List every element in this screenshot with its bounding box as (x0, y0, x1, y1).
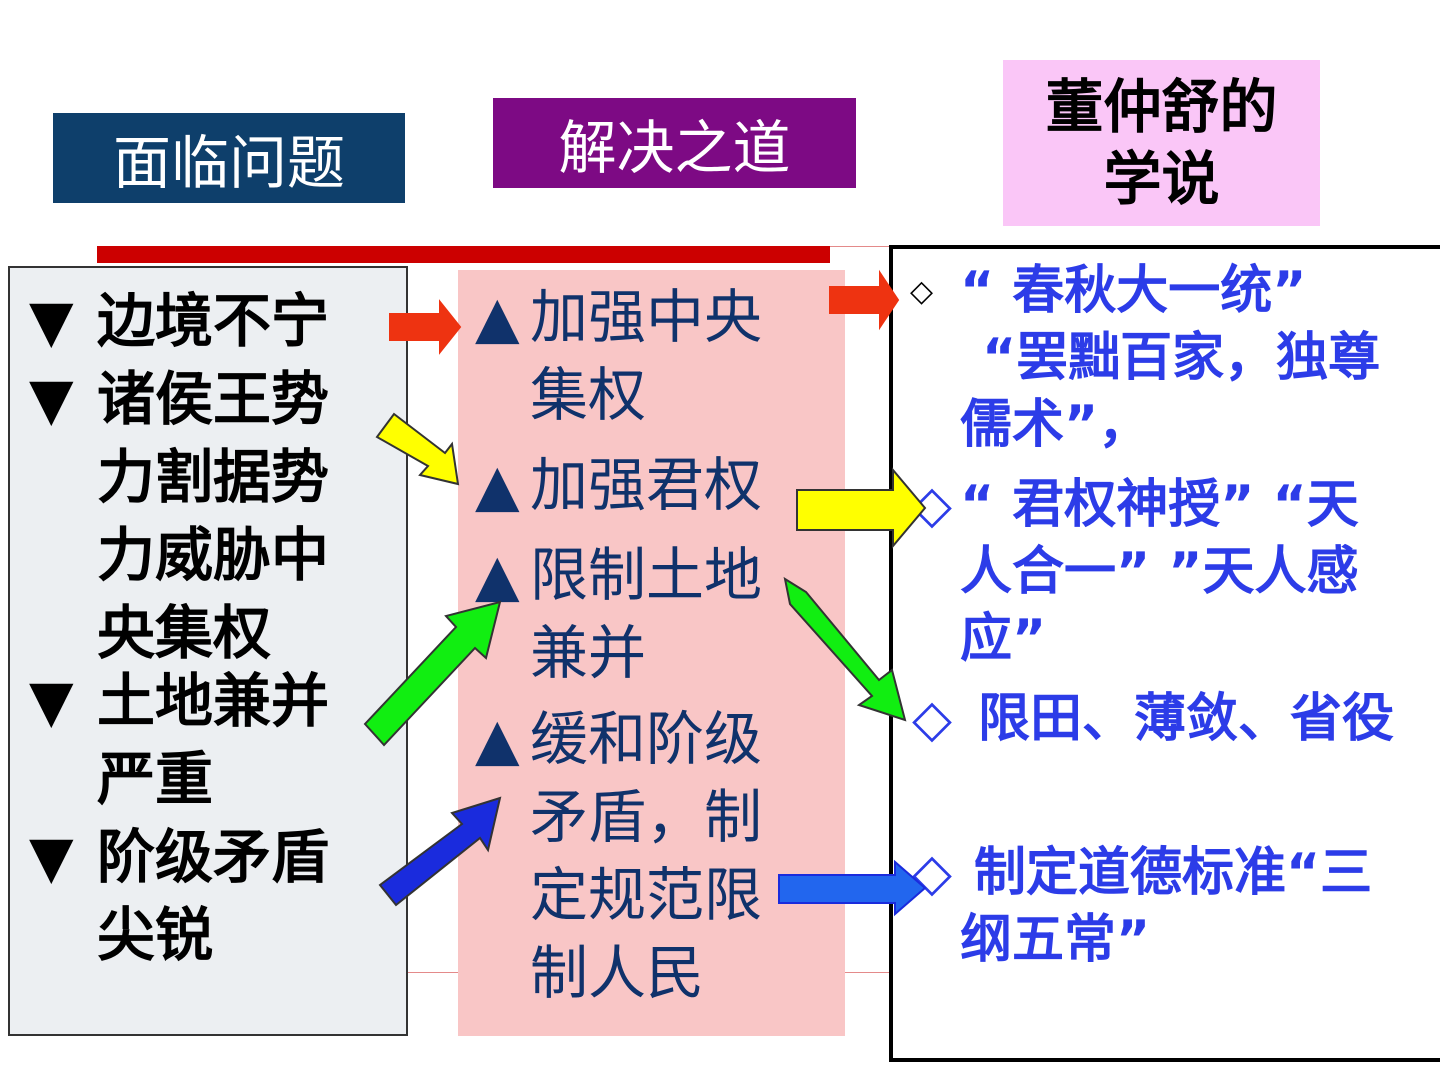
theory-line: 应” (960, 609, 1047, 669)
solution-line: 集权 (530, 361, 647, 429)
theory-line: 制定道德标准“三 (974, 843, 1373, 903)
divider-line (840, 972, 895, 973)
solution-line: 制人民 (530, 939, 705, 1007)
header-solutions-label: 解决之道 (558, 114, 791, 182)
theory-item: ◇ “ 春秋大一统” “罢黜百家，独尊 儒术”， (910, 258, 1381, 459)
header-solutions: 解决之道 (493, 98, 856, 188)
problem-line: 边境不宁 (97, 287, 330, 355)
down-triangle-icon: ▼ (29, 823, 74, 891)
problem-item: ▼ 阶级矛盾 尖锐 (29, 818, 330, 974)
blue-arrow (778, 859, 927, 917)
green-arrow (783, 576, 907, 722)
down-triangle-icon: ▼ (29, 365, 74, 433)
problem-line: 土地兼并 (97, 667, 330, 735)
theory-line: 纲五常” (960, 910, 1151, 970)
solution-line: 加强中央 (530, 283, 763, 351)
blue-arrow (378, 796, 502, 907)
up-triangle-icon: ▲ (475, 283, 520, 351)
yellow-arrow (375, 412, 460, 486)
red-arrow (389, 299, 462, 355)
solution-line: 矛盾，制 (530, 783, 763, 851)
theory-line: “ 春秋大一统” (960, 261, 1307, 321)
problem-line: 力割据势 (97, 443, 330, 511)
theory-item: ◇ 限田、薄敛、省役 (912, 686, 1395, 753)
up-triangle-icon: ▲ (475, 705, 520, 773)
theory-item: ◇ 制定道德标准“三 纲五常” (912, 840, 1373, 974)
solution-item: ▲ 限制土地 兼并 (475, 536, 763, 692)
up-triangle-icon: ▲ (475, 451, 520, 519)
solution-item: ▲ 加强君权 (475, 446, 763, 524)
header-theory-line: 董仲舒的 (1045, 73, 1278, 141)
problem-line: 诸侯王势 (97, 365, 330, 433)
theory-line: 儒术”， (960, 395, 1151, 455)
green-arrow (363, 600, 502, 747)
header-problems: 面临问题 (53, 113, 405, 203)
divider-line (830, 246, 890, 247)
divider-line (405, 972, 465, 973)
solution-item: ▲ 加强中央 集权 (475, 278, 763, 434)
theory-line: “ 君权神授” “天 (960, 475, 1359, 535)
down-triangle-icon: ▼ (29, 287, 74, 355)
divider-bar (97, 246, 830, 263)
theory-line: 限田、薄敛、省役 (978, 689, 1395, 749)
header-theory-line: 学说 (1103, 145, 1220, 213)
yellow-arrow (796, 467, 927, 549)
problem-line: 力威胁中 (97, 521, 330, 589)
problem-line: 阶级矛盾 (97, 823, 330, 891)
solution-line: 定规范限 (530, 861, 763, 929)
header-theory: 董仲舒的 学说 (1003, 60, 1320, 226)
solutions-panel (458, 270, 845, 1036)
problem-item: ▼ 诸侯王势 力割据势 力威胁中 央集权 (29, 360, 330, 672)
problem-item: ▼ 边境不宁 (29, 282, 330, 360)
problem-line: 央集权 (97, 599, 272, 667)
diamond-icon: ◇ (912, 689, 952, 749)
solution-line: 缓和阶级 (530, 705, 763, 773)
theory-line: 人合一” ”天人感 (960, 542, 1359, 602)
down-triangle-icon: ▼ (29, 667, 74, 735)
theory-line: “罢黜百家，独尊 (982, 328, 1381, 388)
solution-line: 兼并 (530, 619, 647, 687)
header-problems-label: 面临问题 (112, 129, 345, 197)
solution-line: 限制土地 (530, 541, 763, 609)
theory-item: ◇ “ 君权神授” “天 人合一” ”天人感 应” (912, 472, 1359, 673)
diamond-icon: ◇ (910, 274, 934, 309)
solution-item: ▲ 缓和阶级 矛盾，制 定规范限 制人民 (475, 700, 763, 1012)
problem-line: 严重 (97, 745, 214, 813)
up-triangle-icon: ▲ (475, 541, 520, 609)
problem-line: 尖锐 (97, 901, 214, 969)
problems-panel (8, 266, 408, 1036)
problem-item: ▼ 土地兼并 严重 (29, 662, 330, 818)
theory-panel (889, 245, 1440, 1062)
red-arrow (829, 269, 900, 331)
solution-line: 加强君权 (530, 451, 763, 519)
